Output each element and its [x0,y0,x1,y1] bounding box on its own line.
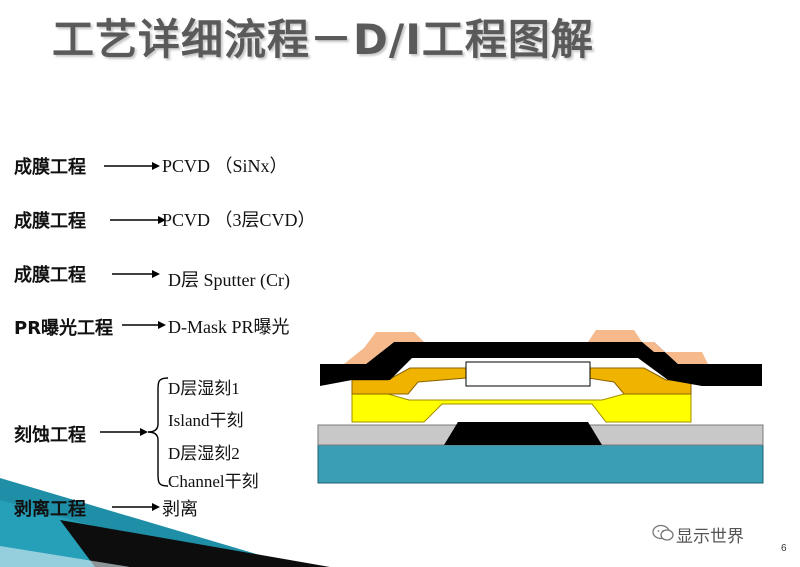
tft-cross-section-diagram [317,330,764,484]
step-3-label: 成膜工程 [14,265,86,286]
step-4-label: PR曝光工程 [14,318,114,339]
etch-substep-1: D层湿刻1 [168,379,240,398]
data-metal-layer-bridge [466,342,588,358]
gate-electrode [444,422,602,445]
photoresist-left [344,332,424,364]
page-title: 工艺详细流程－D/I工程图解 [52,15,594,64]
etch-substep-4: Channel干刻 [168,472,259,491]
wechat-icon [652,524,674,541]
step-3-desc: D层 Sputter (Cr) [168,270,290,290]
watermark-text: 显示世界 [676,527,744,547]
step-6-label: 剥离工程 [14,499,86,520]
step-6-desc: 剥离 [162,499,198,519]
photoresist-right [588,330,708,364]
arrow-icon [110,216,166,224]
arrow-icon [104,162,160,170]
ohmic-contact-layer-right [587,367,692,395]
channel-opening [465,361,591,387]
etch-substep-2: Island干刻 [168,411,244,430]
bracket-icon [147,377,169,487]
data-metal-layer-left [320,342,466,386]
arrow-icon [112,503,160,511]
glass-substrate [317,444,764,484]
step-2-label: 成膜工程 [14,211,86,232]
step-4-desc: D-Mask PR曝光 [168,317,290,337]
page-number: 6 [781,543,787,554]
step-2-desc: PCVD （3层CVD） [162,210,316,230]
arrow-icon [100,428,148,436]
data-metal-layer-right [588,342,762,386]
step-1-label: 成膜工程 [14,157,86,178]
active-layer [351,393,692,423]
arrow-icon [122,321,166,329]
arrow-icon [112,270,160,278]
step-5-label: 刻蚀工程 [14,425,86,446]
etch-substep-3: D层湿刻2 [168,444,240,463]
step-1-desc: PCVD （SiNx） [162,156,288,176]
